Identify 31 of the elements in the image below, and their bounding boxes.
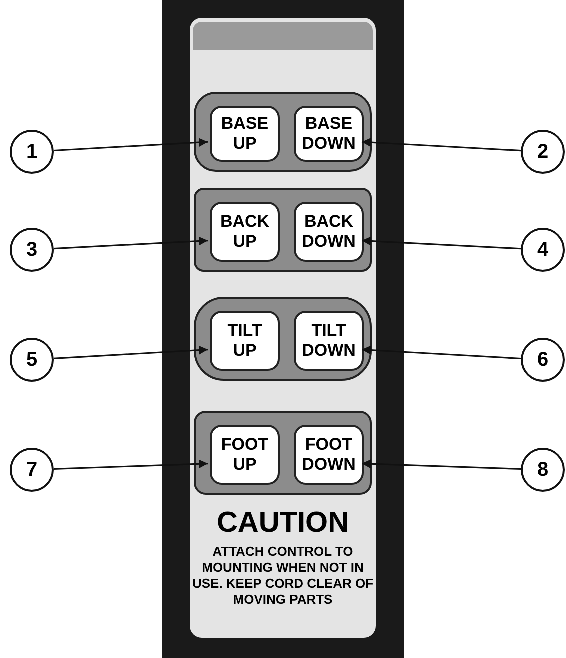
control-button: FOOT UP xyxy=(210,425,280,485)
leader-line xyxy=(54,138,208,152)
caution-text: ATTACH CONTROL TO MOUNTING WHEN NOT IN USE. KEEP CORD CLEAR OF MOVING PARTS xyxy=(191,544,375,608)
leader-line xyxy=(362,138,522,152)
control-button: BASE DOWN xyxy=(294,106,364,162)
leader-line xyxy=(362,460,522,470)
callout-number: 6 xyxy=(521,338,565,382)
leader-line xyxy=(362,236,522,250)
control-button: BACK DOWN xyxy=(294,202,364,262)
control-button: FOOT DOWN xyxy=(294,425,364,485)
callout-number: 3 xyxy=(10,228,54,272)
callout-number: 2 xyxy=(521,130,565,174)
leader-line xyxy=(54,460,208,470)
button-group-pad xyxy=(194,188,372,272)
leader-line xyxy=(54,346,208,360)
callout-number: 7 xyxy=(10,448,54,492)
control-panel xyxy=(190,18,376,638)
leader-line xyxy=(54,236,208,250)
control-button: BASE UP xyxy=(210,106,280,162)
caution-heading: CAUTION xyxy=(216,506,350,540)
callout-number: 1 xyxy=(10,130,54,174)
button-group-pad xyxy=(194,92,372,172)
control-button: BACK UP xyxy=(210,202,280,262)
callout-number: 5 xyxy=(10,338,54,382)
button-group-pad xyxy=(194,297,372,381)
control-button: TILT DOWN xyxy=(294,311,364,371)
leader-line xyxy=(362,346,522,360)
control-button: TILT UP xyxy=(210,311,280,371)
callout-number: 8 xyxy=(521,448,565,492)
button-group-pad xyxy=(194,411,372,495)
callout-number: 4 xyxy=(521,228,565,272)
